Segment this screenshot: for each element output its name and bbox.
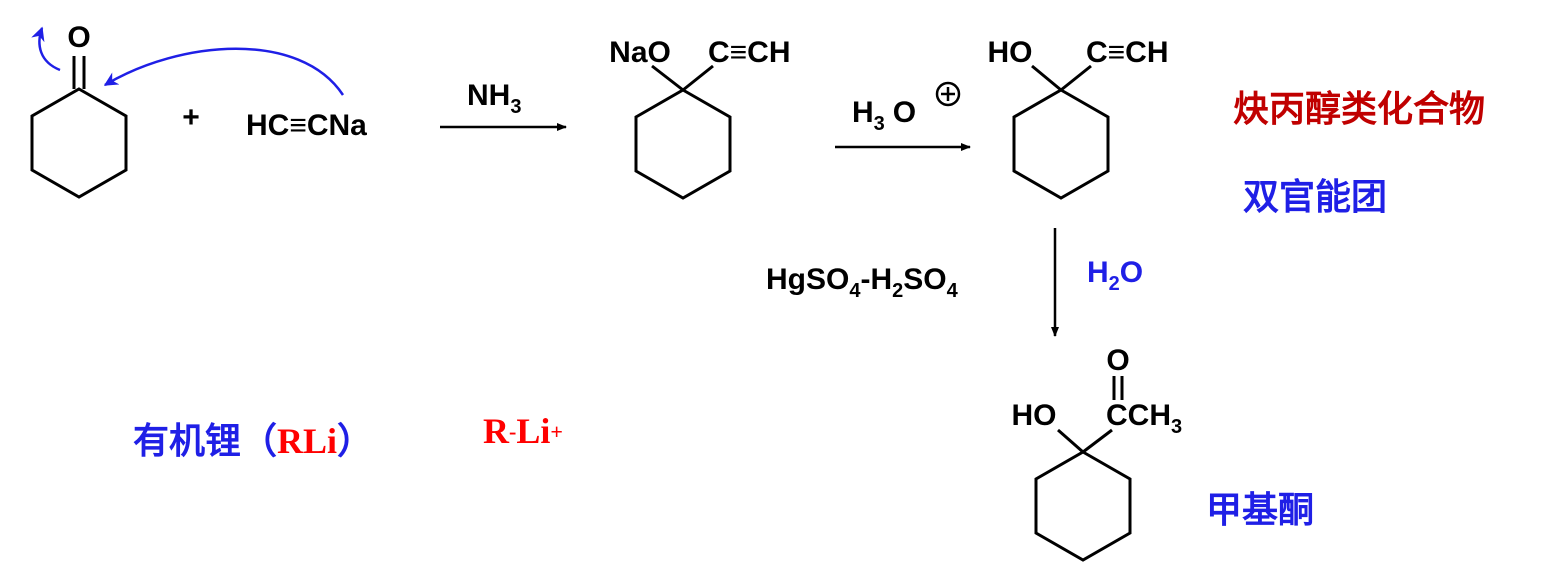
cyclohexane-ring (30, 87, 128, 199)
methyl-ketone-caption: 甲基酮 (1206, 490, 1315, 531)
sodium-acetylide-formula: HC≡CNa (246, 109, 367, 142)
positive-charge-circle (935, 81, 961, 107)
rli-minus: - (509, 419, 517, 444)
plus-sign: + (182, 101, 200, 134)
bifunctional-caption: 双官能团 (1243, 177, 1388, 218)
hydroxyl-label-2: HO (1012, 399, 1057, 432)
electron-arrow-alkynide (103, 47, 345, 96)
water-label: H2O (1087, 256, 1143, 295)
propargyl-alcohol-caption: 炔丙醇类化合物 (1233, 89, 1486, 130)
alkyne-label-2: C≡CH (1086, 36, 1169, 69)
cyclohexanone (30, 56, 128, 199)
mercury-catalyst-label: HgSO4-H2SO4 (766, 263, 959, 302)
organolithium-close: ） (337, 421, 374, 462)
bond-to-oxygen (651, 64, 684, 92)
rli-ion-pair: R-Li+ (483, 410, 563, 452)
bond-to-hydroxyl (1031, 64, 1062, 92)
alkoxide-label: NaO (609, 36, 671, 69)
cyclohexane-ring (1012, 88, 1110, 200)
electron-arrow-carbonyl (31, 26, 61, 72)
alkoxide-intermediate (634, 64, 732, 200)
bond-to-hydroxyl (1057, 428, 1084, 454)
rli-li: Li (516, 411, 551, 451)
organolithium-formula: RLi (277, 421, 338, 461)
propargyl-alcohol-product (1012, 64, 1110, 200)
alkyne-label-1: C≡CH (708, 36, 791, 69)
rli-plus: + (550, 419, 563, 444)
bond-to-alkyne (1060, 64, 1092, 92)
hydroxyl-label-1: HO (988, 36, 1033, 69)
organolithium-text: 有机锂（ (133, 421, 278, 462)
ketone-oxygen-label: O (1106, 344, 1129, 377)
acetyl-label: CCH3 (1106, 399, 1182, 438)
cyclohexane-ring (1034, 450, 1132, 562)
ammonia-label: NH3 (467, 79, 521, 118)
cyclohexane-ring (634, 88, 732, 200)
carbonyl-oxygen-label: O (67, 21, 90, 54)
rli-r: R (483, 411, 509, 451)
organolithium-caption: 有机锂（RLi） (133, 412, 373, 464)
bond-to-alkyne (682, 64, 714, 92)
methyl-ketone-product (1034, 376, 1132, 562)
bond-to-acyl (1082, 428, 1113, 454)
